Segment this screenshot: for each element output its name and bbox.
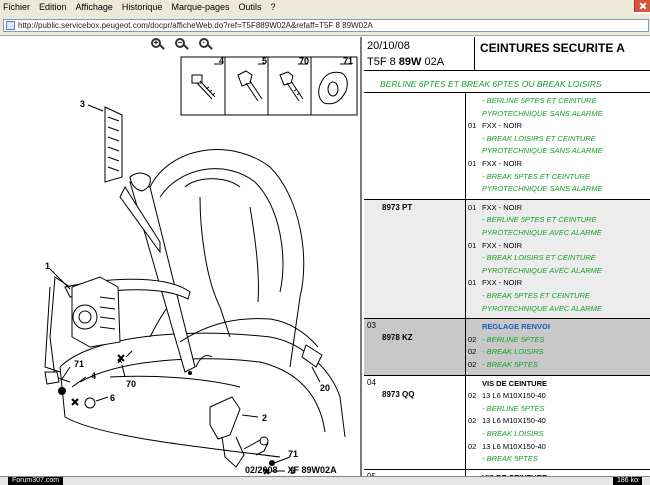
menu-item-6[interactable]: ?	[270, 2, 276, 12]
menu-item-4[interactable]: Marque-pages	[171, 2, 230, 12]
status-bar: Forum307.com 186 ko	[0, 476, 650, 485]
zoom-extent-icon[interactable]: ·	[198, 38, 214, 51]
buckle-2	[209, 396, 241, 440]
label-71: 71	[74, 359, 84, 369]
header-date: 20/10/08	[367, 40, 410, 52]
url-text: http://public.servicebox.peugeot.com/doc…	[18, 21, 373, 30]
address-bar: http://public.servicebox.peugeot.com/doc…	[0, 14, 650, 36]
label-70: 70	[126, 379, 136, 389]
menu-item-2[interactable]: Affichage	[75, 2, 113, 12]
label-4: 4	[91, 371, 96, 381]
page-icon	[6, 21, 15, 30]
label-2: 2	[262, 413, 267, 423]
url-input[interactable]: http://public.servicebox.peugeot.com/doc…	[3, 19, 649, 32]
row-line: PYROTECHNIQUE AVEC ALARME	[482, 227, 602, 237]
belt-guide-3	[104, 106, 123, 183]
menu-item-1[interactable]: Edition	[39, 2, 67, 12]
row-line: 02- BREAK 5PTES	[468, 359, 538, 369]
part-number[interactable]: 8973 QQ	[382, 389, 415, 399]
part-number[interactable]: 8978 KZ	[382, 333, 413, 343]
menu-item-3[interactable]: Historique	[121, 2, 163, 12]
label-6: 6	[110, 393, 115, 403]
status-left: Forum307.com	[8, 477, 64, 485]
row-line: PYROTECHNIQUE AVEC ALARME	[482, 265, 602, 275]
diagram-frame: 4 5 70 71 3 1 2 20 71 4 70 6 71 5 + − · …	[0, 37, 362, 476]
row-line: - BREAK 5PTES	[482, 454, 538, 464]
drawing-code: XF 89W02A	[287, 465, 337, 475]
row-line: VIS DE CEINTURE	[482, 378, 548, 388]
part-number[interactable]: 8973 PT	[382, 202, 413, 212]
header-code: T5F 8 89W 02A	[367, 56, 445, 68]
row-line: 02- BERLINE 5PTES	[468, 334, 545, 344]
row-line: - BREAK LOISIRS ET CEINTURE	[482, 133, 596, 143]
row-line: - BREAK LOISIRS ET CEINTURE	[482, 253, 596, 263]
label-3: 3	[80, 99, 85, 109]
label-5: 5	[290, 466, 295, 476]
row-line: - BREAK LOISIRS	[482, 428, 544, 438]
page-title: CEINTURES SECURITE A	[480, 41, 625, 55]
menu-item-0[interactable]: Fichier	[3, 2, 31, 12]
drawing-reference: 02/2008 XF 89W02A	[245, 465, 337, 475]
zoom-toolbar: + − ·	[150, 38, 214, 51]
row-line: PYROTECHNIQUE AVEC ALARME	[482, 303, 602, 313]
seatbelt-exploded-diagram: 4 5 70 71 3 1 2 20 71 4 70 6 71 5	[44, 56, 358, 476]
table-row: 058978 PXVIS DE CEINTURE0113 L6 M10X150-…	[364, 469, 650, 476]
parts-table: - BERLINE 5PTES ET CEINTURE PYROTECHNIQUE…	[364, 93, 650, 476]
row-line: PYROTECHNIQUE SANS ALARME	[482, 184, 603, 194]
row-line: - BREAK 5PTES ET CEINTURE	[482, 171, 590, 181]
label-71-detail: 71	[343, 56, 353, 66]
row-line: PYROTECHNIQUE SANS ALARME	[482, 146, 603, 156]
row-line: REGLAGE RENVOI	[482, 322, 550, 332]
row-line: - BERLINE 5PTES	[482, 403, 545, 413]
menu-item-5[interactable]: Outils	[238, 2, 262, 12]
connector-20	[301, 344, 323, 368]
row-ref: 03	[367, 321, 376, 331]
label-70-detail: 70	[299, 56, 309, 66]
row-line: 02- BREAK LOISIRS	[468, 347, 544, 357]
row-ref: 04	[367, 377, 376, 387]
row-line: - BREAK 5PTES ET CEINTURE	[482, 290, 590, 300]
table-row: - BERLINE 5PTES ET CEINTURE PYROTECHNIQUE…	[364, 93, 650, 200]
label-1: 1	[45, 261, 50, 271]
row-ref: 05	[367, 472, 376, 476]
row-line: - BERLINE 5PTES ET CEINTURE	[482, 96, 597, 105]
drawing-date: 02/2008	[245, 465, 278, 475]
zoom-in-icon[interactable]: +	[150, 38, 166, 51]
row-line: - BERLINE 5PTES ET CEINTURE	[482, 215, 597, 225]
parts-header: 20/10/08 T5F 8 89W 02A CEINTURES SECURIT…	[364, 37, 650, 71]
label-4-detail: 4	[219, 56, 224, 66]
label-71-lower: 71	[288, 449, 298, 459]
parts-list-frame: 20/10/08 T5F 8 89W 02A CEINTURES SECURIT…	[364, 37, 650, 476]
label-20: 20	[320, 383, 330, 393]
detail-boxes-frame	[180, 56, 358, 116]
table-row: 03 8978 KZ REGLAGE RENVOI 02- BERLINE 5PTES…	[364, 319, 650, 376]
header-left-cell: 20/10/08 T5F 8 89W 02A	[364, 37, 475, 71]
zoom-out-icon[interactable]: −	[174, 38, 190, 51]
window-close-button[interactable]	[634, 0, 650, 12]
label-5-detail: 5	[262, 56, 267, 66]
row-line: PYROTECHNIQUE SANS ALARME	[482, 108, 603, 118]
status-right: 186 ko	[612, 477, 642, 485]
vehicle-applicability: BERLINE 6PTES ET BREAK 6PTES OU BREAK LO…	[364, 71, 650, 93]
menu-bar: Fichier Edition Affichage Historique Marque-…	[0, 0, 634, 14]
row-line: VIS DE CEINTURE	[466, 473, 650, 476]
